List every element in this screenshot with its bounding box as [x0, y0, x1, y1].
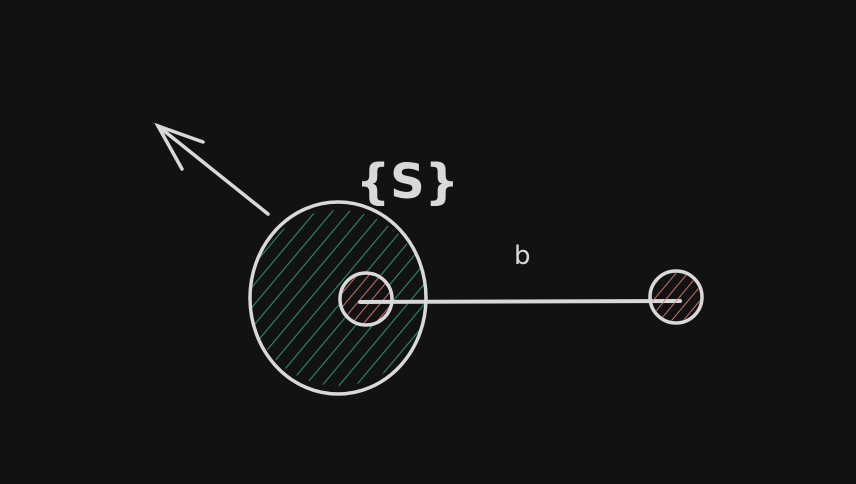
target-particle-outline: [648, 269, 704, 325]
distance-line: [358, 299, 682, 304]
target-particle: [648, 269, 704, 325]
set-label: {S}: [356, 154, 459, 210]
arrow-up-left-icon: [154, 122, 270, 216]
large-particle-outline: [248, 200, 428, 396]
target-particle-hatch: [652, 273, 700, 321]
inner-particle-outline: [338, 271, 394, 327]
inner-particle-hatch: [341, 274, 391, 324]
distance-label: b: [514, 241, 531, 271]
inner-particle: [338, 271, 394, 327]
